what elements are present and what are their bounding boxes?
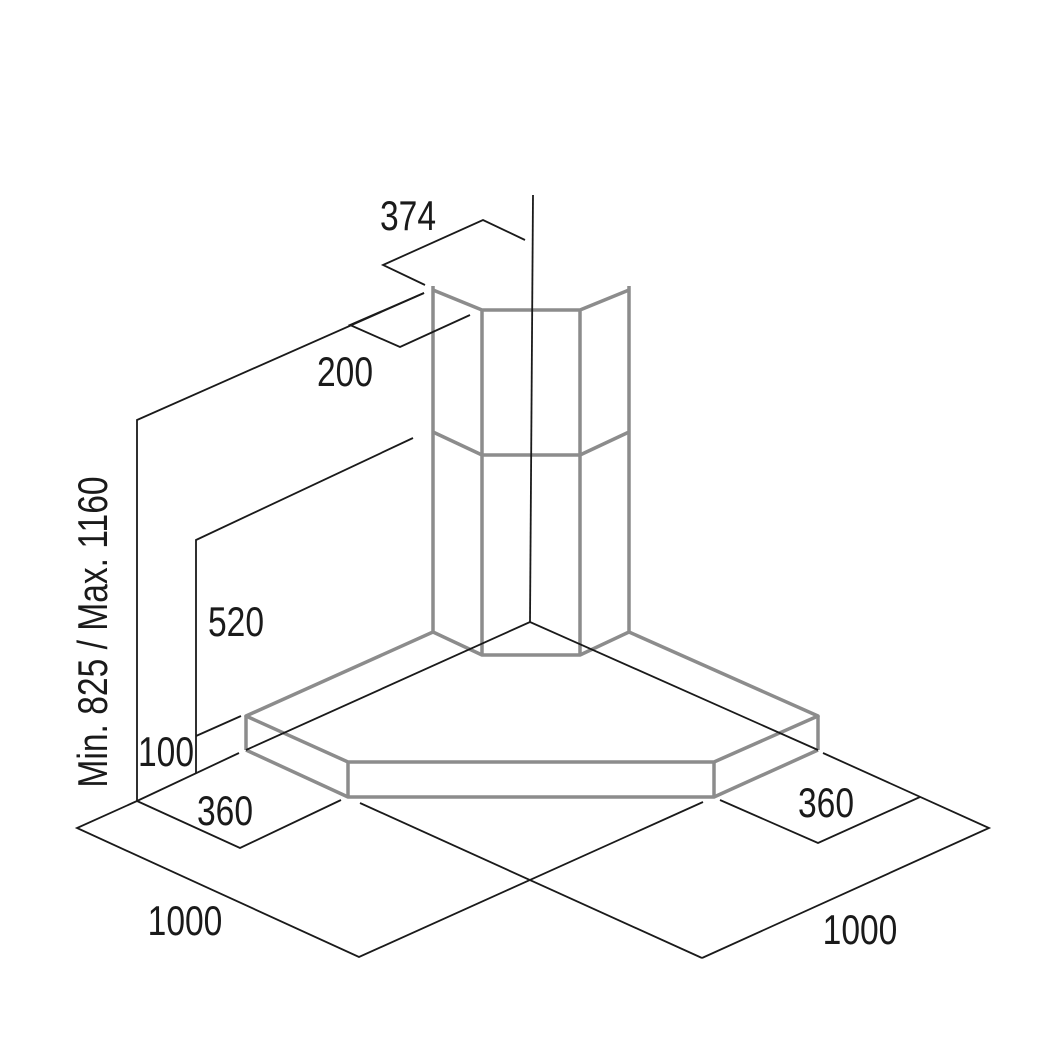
wall-corner-lines <box>245 621 819 751</box>
label-wall-length-right: 1000 <box>823 908 898 954</box>
chimney-bottom-edge <box>432 630 630 657</box>
floor-line-left-back <box>136 752 240 802</box>
label-chimney-width: 374 <box>380 194 436 240</box>
label-canopy-depth-right: 360 <box>798 781 854 827</box>
wall-corner-vertical <box>529 194 534 623</box>
hood-outline <box>244 286 820 799</box>
label-wall-length-left: 1000 <box>148 899 223 945</box>
label-upper-chimney-height: 520 <box>208 600 264 646</box>
label-canopy-height: 100 <box>138 730 194 776</box>
label-canopy-depth-left: 360 <box>197 789 253 835</box>
dim-1000-left <box>74 800 704 958</box>
dim-total-height <box>136 292 425 801</box>
dim-520 <box>195 437 414 773</box>
dim-200 <box>347 292 471 348</box>
floor-line-cross <box>359 802 703 959</box>
dim-360-left <box>136 799 342 849</box>
canopy-bottom-edge <box>245 748 819 799</box>
dimension-lines <box>74 194 992 959</box>
dim-360-right <box>719 796 921 844</box>
dim-1000-right <box>701 752 992 959</box>
dim-374 <box>380 219 526 286</box>
canopy-top-edge <box>244 630 820 764</box>
dim-100-tick <box>195 715 242 737</box>
label-total-height: Min. 825 / Max. 1160 <box>71 476 117 787</box>
dimension-labels: 374 200 520 100 360 360 1000 1000 Min. 8… <box>71 194 898 954</box>
label-chimney-depth: 200 <box>317 350 373 396</box>
chimney-top-edge <box>432 288 630 312</box>
